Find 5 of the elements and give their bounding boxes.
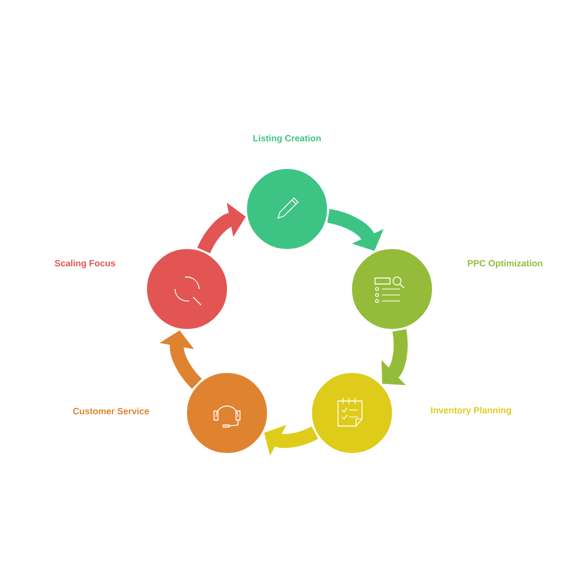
step-label: Inventory Planning bbox=[431, 406, 511, 416]
step-label: PPC Optimization bbox=[468, 260, 542, 268]
step-label: Listing Creation bbox=[253, 134, 321, 144]
step-label: Customer Service bbox=[73, 408, 149, 414]
step-label: Scaling Focus bbox=[54, 260, 116, 268]
